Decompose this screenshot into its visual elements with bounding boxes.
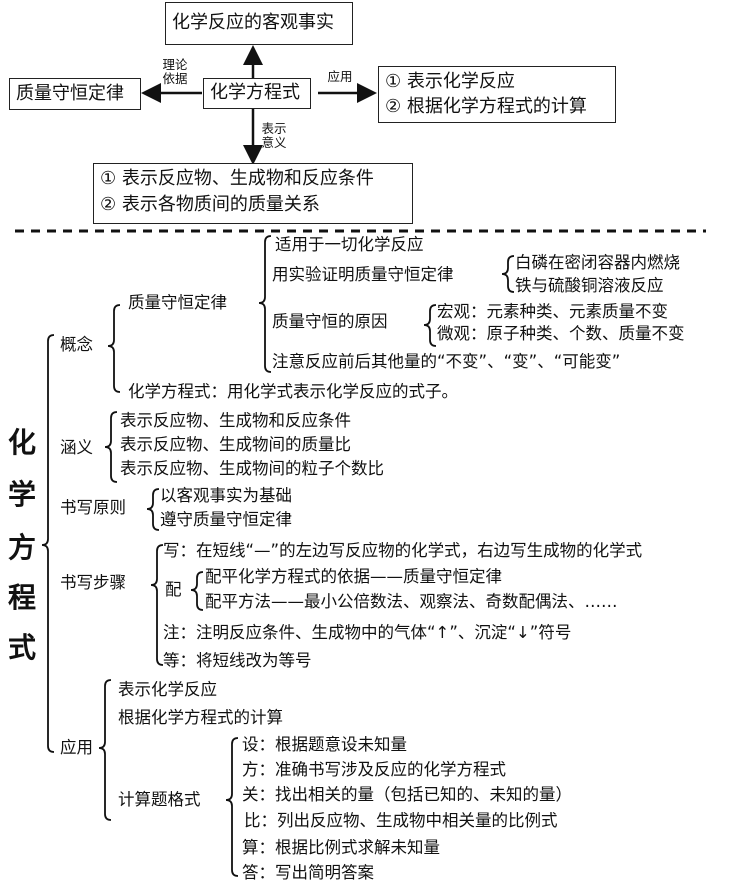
curly-brace xyxy=(146,488,160,531)
steps-label: 书写步骤 xyxy=(60,573,126,592)
box-line: ② 表示各物质间的质量关系 xyxy=(100,194,320,215)
application-item: 表示化学反应 xyxy=(118,680,217,699)
equation-definition: 化学方程式：用化学式表示化学反应的式子。 xyxy=(128,382,458,401)
calc-item: 设：根据题意设未知量 xyxy=(242,735,407,754)
balance-item: 配平化学方程式的依据——质量守恒定律 xyxy=(205,567,502,586)
box-line: ① 表示化学反应 xyxy=(385,71,515,92)
law-label: 质量守恒定律 xyxy=(128,293,227,312)
meaning-item: 表示反应物、生成物间的粒子个数比 xyxy=(120,459,384,478)
curly-brace xyxy=(190,571,204,611)
calc-item: 比：列出反应物、生成物中相关量的比例式 xyxy=(244,811,558,830)
meaning-item: 表示反应物、生成物间的质量比 xyxy=(120,435,351,454)
law-item: 质量守恒的原因 xyxy=(272,312,388,331)
curly-brace xyxy=(104,411,118,483)
law-item: 适用于一切化学反应 xyxy=(275,235,424,254)
title-char: 式 xyxy=(8,631,37,664)
center-box: 化学方程式 xyxy=(203,78,311,109)
basis-label-line: 依据 xyxy=(162,71,188,86)
calc-item: 算：根据比例式求解未知量 xyxy=(242,838,440,857)
title-char: 学 xyxy=(8,478,37,511)
application-label: 应用 xyxy=(327,69,353,84)
box-line: ② 根据化学方程式的计算 xyxy=(385,96,587,117)
application-section-label: 应用 xyxy=(60,738,93,757)
meaning-item: 表示反应物、生成物和反应条件 xyxy=(120,411,351,430)
fact-box: 化学反应的客观事实 xyxy=(165,2,353,45)
principle-label: 书写原则 xyxy=(60,498,126,517)
step-balance-label: 配 xyxy=(165,580,182,599)
basis-label-line: 理论 xyxy=(162,57,188,72)
title-char: 方 xyxy=(8,531,37,564)
curly-brace xyxy=(107,304,121,393)
meaning-box: ① 表示反应物、生成物和反应条件 ② 表示各物质间的质量关系 xyxy=(93,163,413,224)
concept-label: 概念 xyxy=(60,335,93,354)
meaning-section-label: 涵义 xyxy=(60,438,93,457)
title-char: 化 xyxy=(8,426,37,459)
application-item: 根据化学方程式的计算 xyxy=(118,708,283,727)
law-box: 质量守恒定律 xyxy=(9,78,141,110)
calc-item: 方：准确书写涉及反应的化学方程式 xyxy=(242,760,506,779)
step-equal: 等：将短线改为等号 xyxy=(163,651,312,670)
principle-item: 遵守质量守恒定律 xyxy=(160,510,292,529)
curly-brace xyxy=(501,255,515,293)
calc-item: 答：写出简明答案 xyxy=(242,863,374,882)
title-char: 程 xyxy=(8,581,37,614)
calc-format-label: 计算题格式 xyxy=(118,790,201,809)
principle-item: 以客观事实为基础 xyxy=(160,486,292,505)
reason-item: 微观：原子种类、个数、质量不变 xyxy=(437,324,685,343)
meaning-label: 表示意义 xyxy=(259,122,289,150)
curly-brace xyxy=(150,544,164,666)
step-write: 写：在短线“—”的左边写反应物的化学式，右边写生成物的化学式 xyxy=(163,541,643,560)
reason-item: 宏观：元素种类、元素质量不变 xyxy=(437,302,668,321)
curly-brace xyxy=(41,334,55,753)
calc-item: 关：找出相关的量（包括已知的、未知的量） xyxy=(242,785,572,804)
law-item: 注意反应前后其他量的“不变”、“变”、“可能变” xyxy=(272,352,621,371)
law-item: 用实验证明质量守恒定律 xyxy=(272,265,454,284)
curly-brace xyxy=(258,235,272,373)
balance-item: 配平方法——最小公倍数法、观察法、奇数配偶法、…… xyxy=(205,592,618,611)
application-box: ① 表示化学反应 ② 根据化学方程式的计算 xyxy=(378,66,616,123)
meaning-label-line: 意义 xyxy=(261,135,287,150)
step-note: 注：注明反应条件、生成物中的气体“↑”、沉淀“↓”符号 xyxy=(163,623,572,642)
curly-brace xyxy=(423,304,437,347)
box-line: ① 表示反应物、生成物和反应条件 xyxy=(100,168,374,189)
curly-brace xyxy=(225,737,239,877)
basis-label: 理论依据 xyxy=(160,58,190,86)
experiment-item: 白磷在密闭容器内燃烧 xyxy=(515,253,680,272)
experiment-item: 铁与硫酸铜溶液反应 xyxy=(515,276,664,295)
curly-brace xyxy=(98,679,112,821)
meaning-label-line: 表示 xyxy=(261,121,287,136)
